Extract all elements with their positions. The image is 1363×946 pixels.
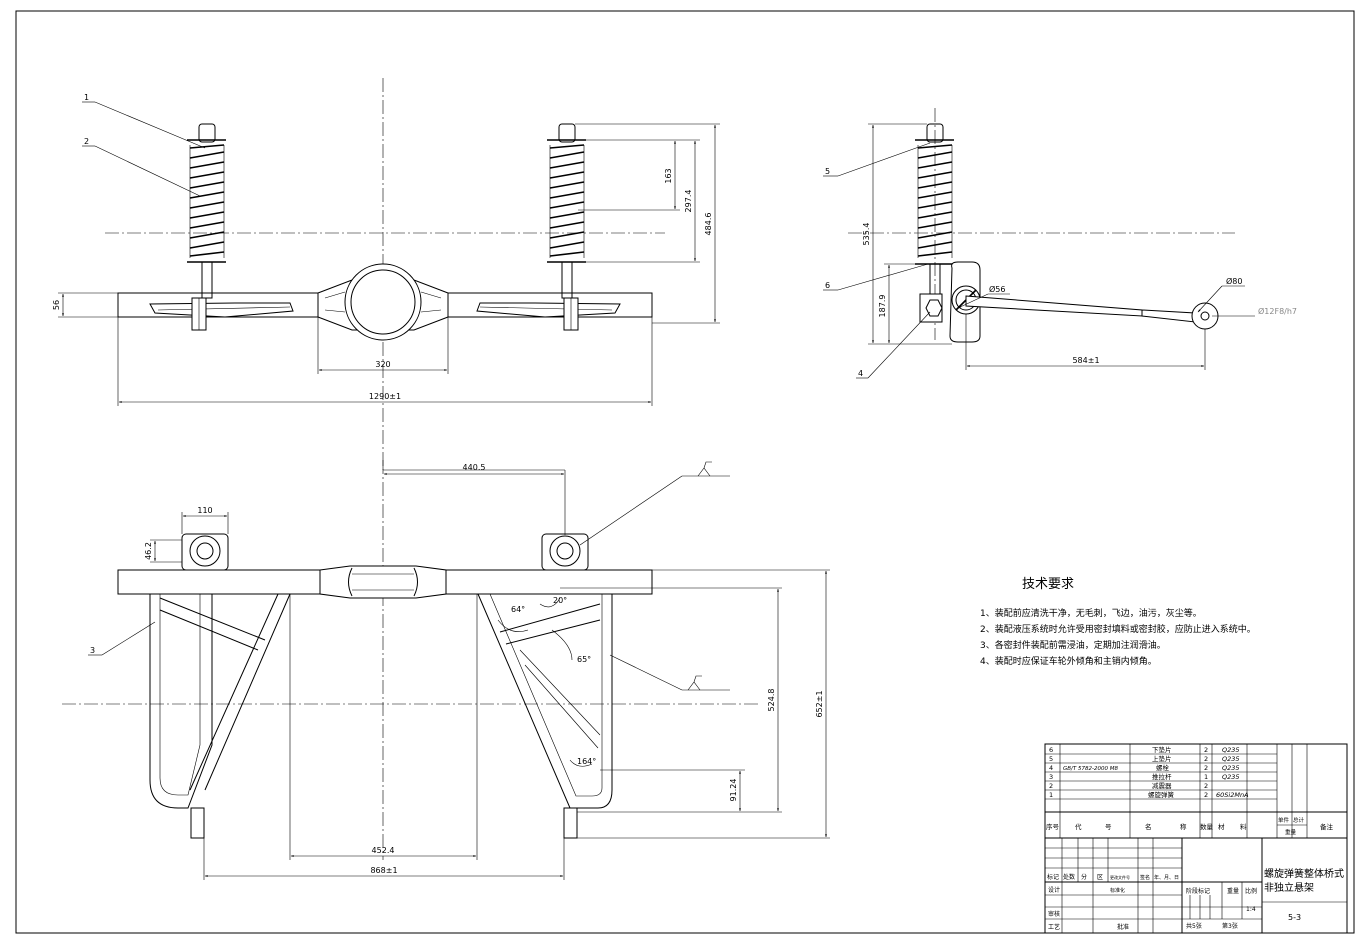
bom-r5-no: 2 xyxy=(1049,782,1053,790)
balloon-2: 2 xyxy=(84,137,89,146)
tb-std: 标准化 xyxy=(1110,887,1125,894)
tb-design: 设计 xyxy=(1048,886,1060,894)
tech-title: 技术要求 xyxy=(1022,577,1074,592)
dim-056: Ø56 xyxy=(989,284,1005,294)
bom-r3-name: 螺栓 xyxy=(1156,763,1170,772)
tb-zone: 分 xyxy=(1081,873,1087,881)
angle-65: 65° xyxy=(577,655,591,664)
tech-item-2: 2、装配液压系统时允许受用密封填料或密封胶，应防止进入系统中。 xyxy=(980,623,1256,635)
tb-review: 审核 xyxy=(1048,910,1060,918)
bom-r3-code: GB/T 5782-2000 M8 xyxy=(1063,766,1118,772)
bom-r3-mat: Q235 xyxy=(1222,764,1240,772)
bom-h-mat1: 材 xyxy=(1218,822,1225,831)
bom-r6-mat: 60Si2MnA xyxy=(1216,791,1249,799)
tb-area: 区 xyxy=(1097,874,1103,881)
side-view: 535.4 187.9 584±1 Ø56 Ø80 Ø12F8/h7 5 6 4 xyxy=(823,108,1297,379)
bom-r1-qty: 2 xyxy=(1204,746,1208,754)
dim-524: 524.8 xyxy=(767,689,776,712)
tb-ratio: 比例 xyxy=(1245,887,1257,895)
bom-r6-qty: 2 xyxy=(1204,791,1208,799)
bom-r2-mat: Q235 xyxy=(1222,755,1240,763)
dim-652: 652±1 xyxy=(815,690,824,717)
bom-h-remark: 备注 xyxy=(1320,822,1334,831)
balloon-3: 3 xyxy=(90,646,95,655)
angle-20: 20° xyxy=(553,596,567,605)
bom-r4-mat: Q235 xyxy=(1222,773,1240,781)
fit-tolerance: Ø12F8/h7 xyxy=(1258,306,1297,316)
dim-535: 535.4 xyxy=(862,223,871,246)
bom-h-weight: 重量 xyxy=(1285,828,1297,836)
dim-868: 868±1 xyxy=(370,866,397,875)
dim-080: Ø80 xyxy=(1226,276,1242,286)
tb-approve: 批准 xyxy=(1117,923,1129,931)
dim-46: 46.2 xyxy=(144,542,153,560)
front-view: 163 297.4 484.6 56 320 1290±1 1 2 xyxy=(52,78,720,470)
tb-process: 工艺 xyxy=(1048,923,1060,931)
bom-r3-qty: 2 xyxy=(1204,764,1208,772)
tb-mark: 标记 xyxy=(1047,873,1059,881)
dim-187: 187.9 xyxy=(878,295,887,318)
tech-item-1: 1、装配前应清洗干净，无毛刺，飞边，油污，灰尘等。 xyxy=(980,607,1202,619)
tech-item-3: 3、各密封件装配前需浸油，定期加注润滑油。 xyxy=(980,639,1166,651)
bom-table: 6 下垫片 2 Q235 5 上垫片 2 Q235 4 GB/T 5782-20… xyxy=(1044,743,1348,839)
dim-297: 297.4 xyxy=(684,190,693,213)
dim-452: 452.4 xyxy=(372,846,395,855)
balloon-6: 6 xyxy=(825,281,830,290)
tech-requirements: 技术要求 1、装配前应清洗干净，无毛刺，飞边，油污，灰尘等。 2、装配液压系统时… xyxy=(980,577,1256,667)
bom-r4-name: 推拉杆 xyxy=(1152,772,1172,781)
tb-weight: 重量 xyxy=(1227,887,1239,895)
balloon-4: 4 xyxy=(858,369,863,378)
angle-164: 164° xyxy=(577,757,596,766)
dim-91: 91.24 xyxy=(729,779,738,802)
dim-320: 320 xyxy=(375,360,390,369)
tb-sign: 签名 xyxy=(1140,874,1150,881)
tb-count: 处数 xyxy=(1063,873,1075,881)
top-view: 64° 20° 65° 164° 440.5 110 46.2 524.8 65… xyxy=(62,460,830,880)
bom-r1-mat: Q235 xyxy=(1222,746,1240,754)
bom-r1-no: 6 xyxy=(1049,746,1053,754)
balloon-5: 5 xyxy=(825,167,830,176)
dim-584: 584±1 xyxy=(1072,356,1099,365)
bom-r1-name: 下垫片 xyxy=(1152,745,1172,754)
bom-r4-qty: 1 xyxy=(1204,773,1208,781)
tech-item-4: 4、装配时应保证车轮外倾角和主销内倾角。 xyxy=(980,655,1157,667)
tb-stage: 阶段标记 xyxy=(1186,887,1210,895)
drawing-border xyxy=(15,10,1355,934)
dim-163: 163 xyxy=(664,168,673,183)
bom-h-code2: 号 xyxy=(1105,823,1112,831)
dim-440: 440.5 xyxy=(463,463,486,472)
dim-1290: 1290±1 xyxy=(369,392,401,401)
bom-h-no: 序号 xyxy=(1046,822,1060,831)
tb-scale: 1:4 xyxy=(1246,906,1256,913)
bom-r2-no: 5 xyxy=(1049,755,1053,763)
dim-484: 484.6 xyxy=(704,213,713,236)
bom-r2-name: 上垫片 xyxy=(1152,754,1172,763)
bom-h-qty: 数量 xyxy=(1200,822,1214,831)
dim-110: 110 xyxy=(197,506,212,515)
bom-h-total: 总计 xyxy=(1293,816,1305,824)
angle-64: 64° xyxy=(511,605,525,614)
bom-r4-no: 3 xyxy=(1049,773,1053,781)
tb-changedoc: 更改文件号 xyxy=(1110,874,1130,880)
tb-sheet: 第3张 xyxy=(1222,922,1238,930)
bom-r3-no: 4 xyxy=(1049,764,1053,772)
dim-56: 56 xyxy=(52,300,61,310)
title-block: 标记 处数 分 区 更改文件号 签名 年、月、日 设计 标准化 审核 工艺 批准… xyxy=(1044,837,1348,934)
bom-h-mat2: 料 xyxy=(1240,822,1247,831)
tb-total-sheets: 共5张 xyxy=(1186,922,1202,930)
bom-r2-qty: 2 xyxy=(1204,755,1208,763)
bom-h-single: 单件 xyxy=(1278,816,1290,824)
tb-drawing-name: 螺旋弹簧整体桥式非独立悬架 xyxy=(1264,869,1344,894)
tb-date: 年、月、日 xyxy=(1154,874,1179,881)
bom-r5-name: 减震器 xyxy=(1152,781,1172,790)
tb-drawing-number: 5-3 xyxy=(1288,913,1301,922)
bom-h-name2: 称 xyxy=(1180,822,1187,831)
balloon-1: 1 xyxy=(84,93,89,102)
bom-r6-name: 螺旋弹簧 xyxy=(1148,790,1175,799)
bom-h-name1: 名 xyxy=(1145,822,1152,831)
bom-r6-no: 1 xyxy=(1049,791,1053,799)
bom-h-code1: 代 xyxy=(1075,822,1082,831)
bom-r5-qty: 2 xyxy=(1204,782,1208,790)
